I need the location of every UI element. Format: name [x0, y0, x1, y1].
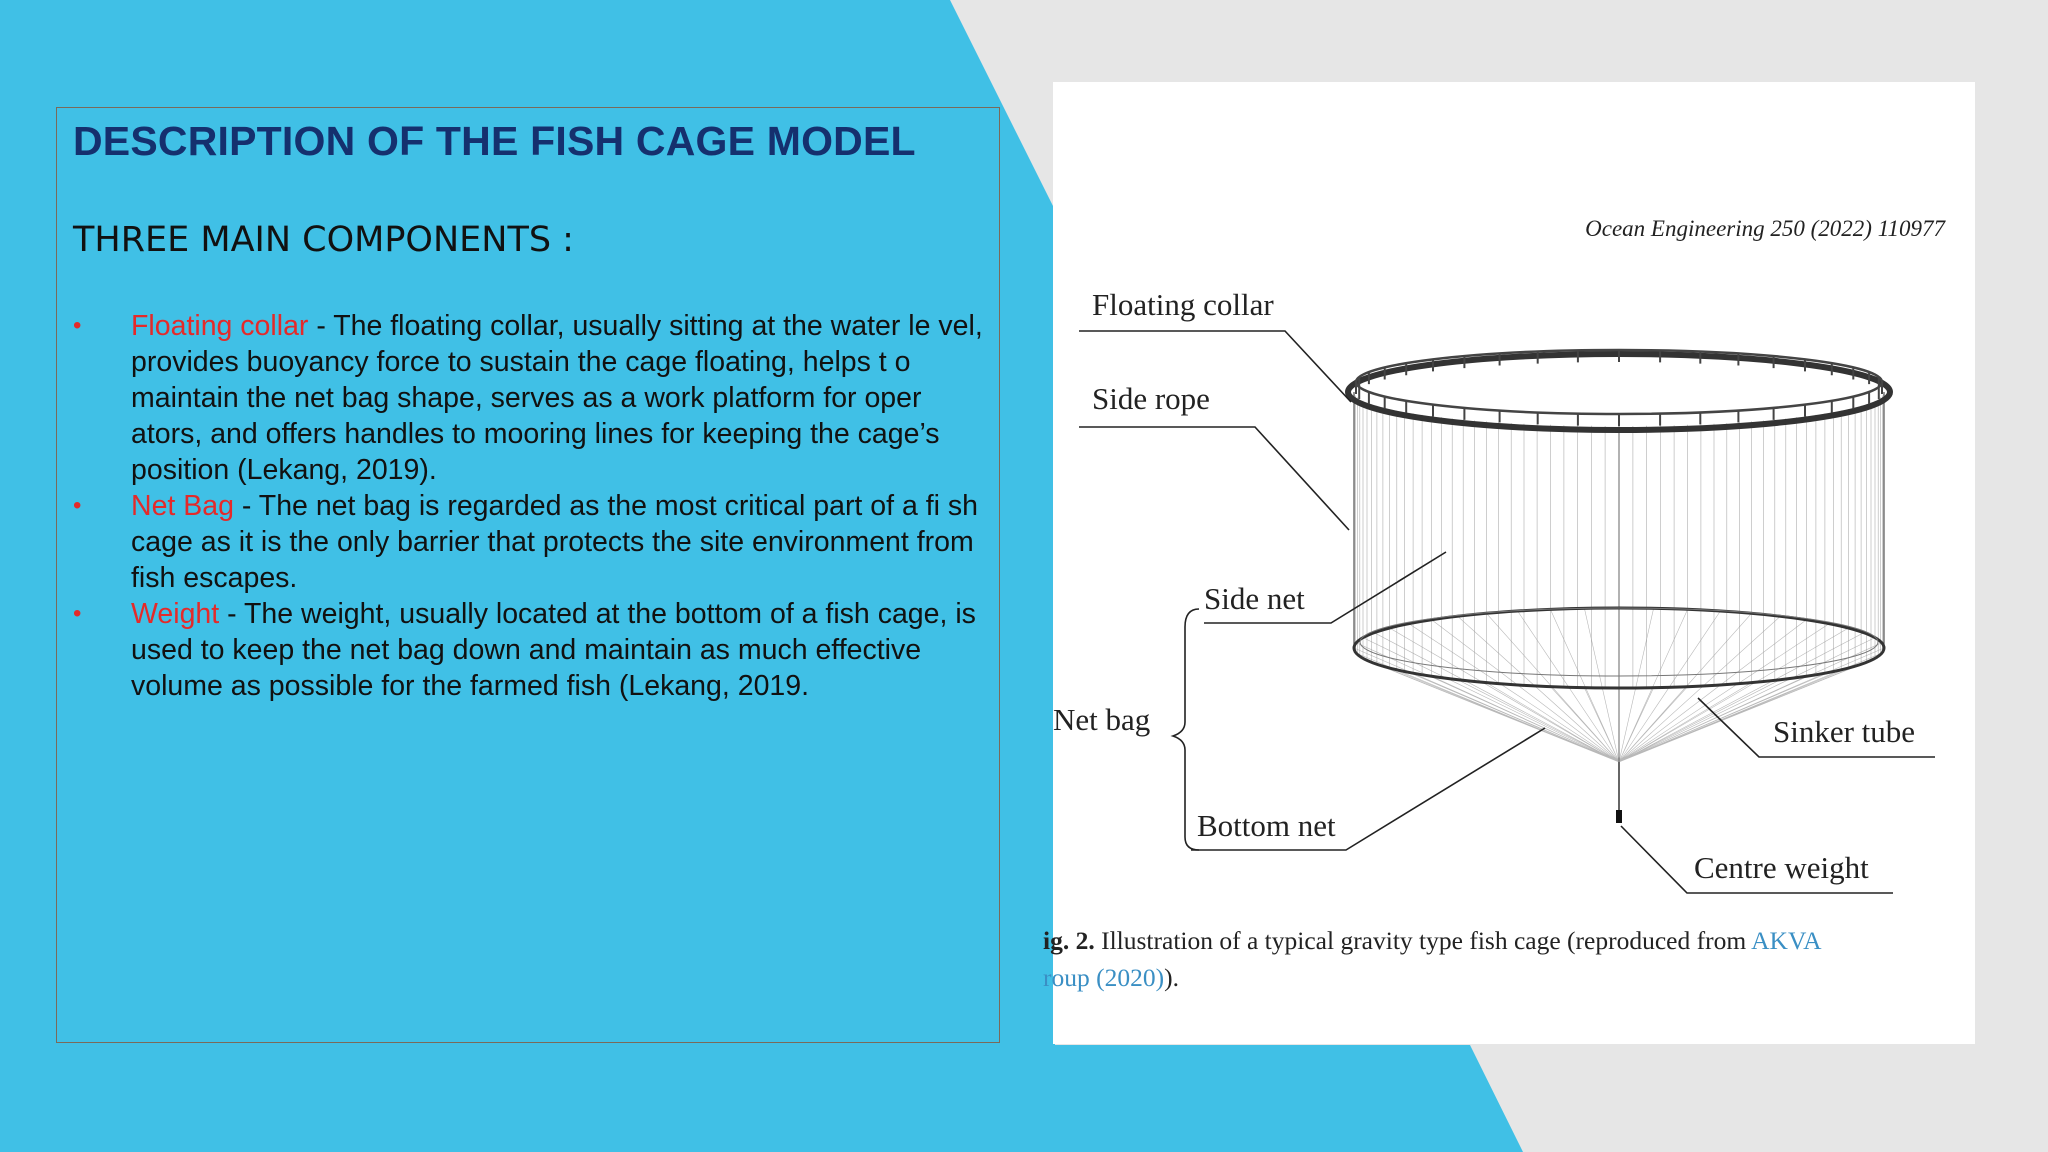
fish-cage-figure: Ocean Engineering 250 (2022) 110977 Floa…: [1043, 82, 1975, 1044]
leader-sinker-tube: [1697, 697, 1935, 758]
leader-floating-collar: [1079, 330, 1352, 403]
bullet-text: - The floating collar, usually sitting a…: [131, 310, 983, 486]
caption-end: ).: [1164, 963, 1179, 992]
label-bottom-net: Bottom net: [1197, 808, 1336, 843]
bullet-term: Weight: [131, 598, 220, 630]
slide-title: DESCRIPTION OF THE FISH CAGE MODEL: [73, 118, 916, 164]
caption-link-akva[interactable]: AKVA: [1751, 926, 1822, 955]
leader-bottom-net: [1191, 727, 1546, 851]
bullet-icon: •: [73, 600, 82, 627]
fish-cage-illustration: [1079, 330, 1935, 894]
list-item: • Net Bag - The net bag is regarded as t…: [73, 488, 993, 596]
label-side-net: Side net: [1204, 581, 1305, 616]
caption-figure-label: ig. 2.: [1043, 926, 1095, 955]
leader-side-net: [1204, 551, 1447, 624]
sinker-tube-inner: [1359, 607, 1879, 677]
label-centre-weight: Centre weight: [1694, 850, 1869, 885]
bullet-text: - The net bag is regarded as the most cr…: [131, 490, 978, 594]
content-text-box: DESCRIPTION OF THE FISH CAGE MODEL THREE…: [56, 107, 1000, 1043]
list-item: • Weight - The weight, usually located a…: [73, 596, 993, 704]
bullet-text: - The weight, usually located at the bot…: [131, 598, 976, 702]
component-list: • Floating collar - The floating collar,…: [73, 308, 993, 704]
label-net-bag: Net bag: [1053, 702, 1151, 737]
centre-weight: [1616, 810, 1622, 823]
caption-link-group[interactable]: roup (2020): [1043, 963, 1165, 992]
caption-text: Illustration of a typical gravity type f…: [1094, 926, 1752, 955]
floating-collar-stanchions: [1355, 350, 1883, 426]
slide-subtitle: THREE MAIN COMPONENTS :: [73, 220, 574, 260]
label-side-rope: Side rope: [1092, 381, 1210, 416]
net-bag-brace: [1170, 608, 1200, 851]
bullet-term: Floating collar: [131, 310, 309, 342]
figure-caption: ig. 2. Illustration of a typical gravity…: [1043, 922, 1943, 996]
leader-side-rope: [1079, 426, 1350, 531]
bullet-term: Net Bag: [131, 490, 234, 522]
list-item: • Floating collar - The floating collar,…: [73, 308, 993, 488]
journal-reference: Ocean Engineering 250 (2022) 110977: [1585, 216, 1945, 241]
leader-centre-weight: [1620, 825, 1893, 894]
bullet-icon: •: [73, 312, 82, 339]
bullet-icon: •: [73, 492, 82, 519]
label-sinker-tube: Sinker tube: [1773, 714, 1916, 749]
label-floating-collar: Floating collar: [1092, 287, 1274, 322]
